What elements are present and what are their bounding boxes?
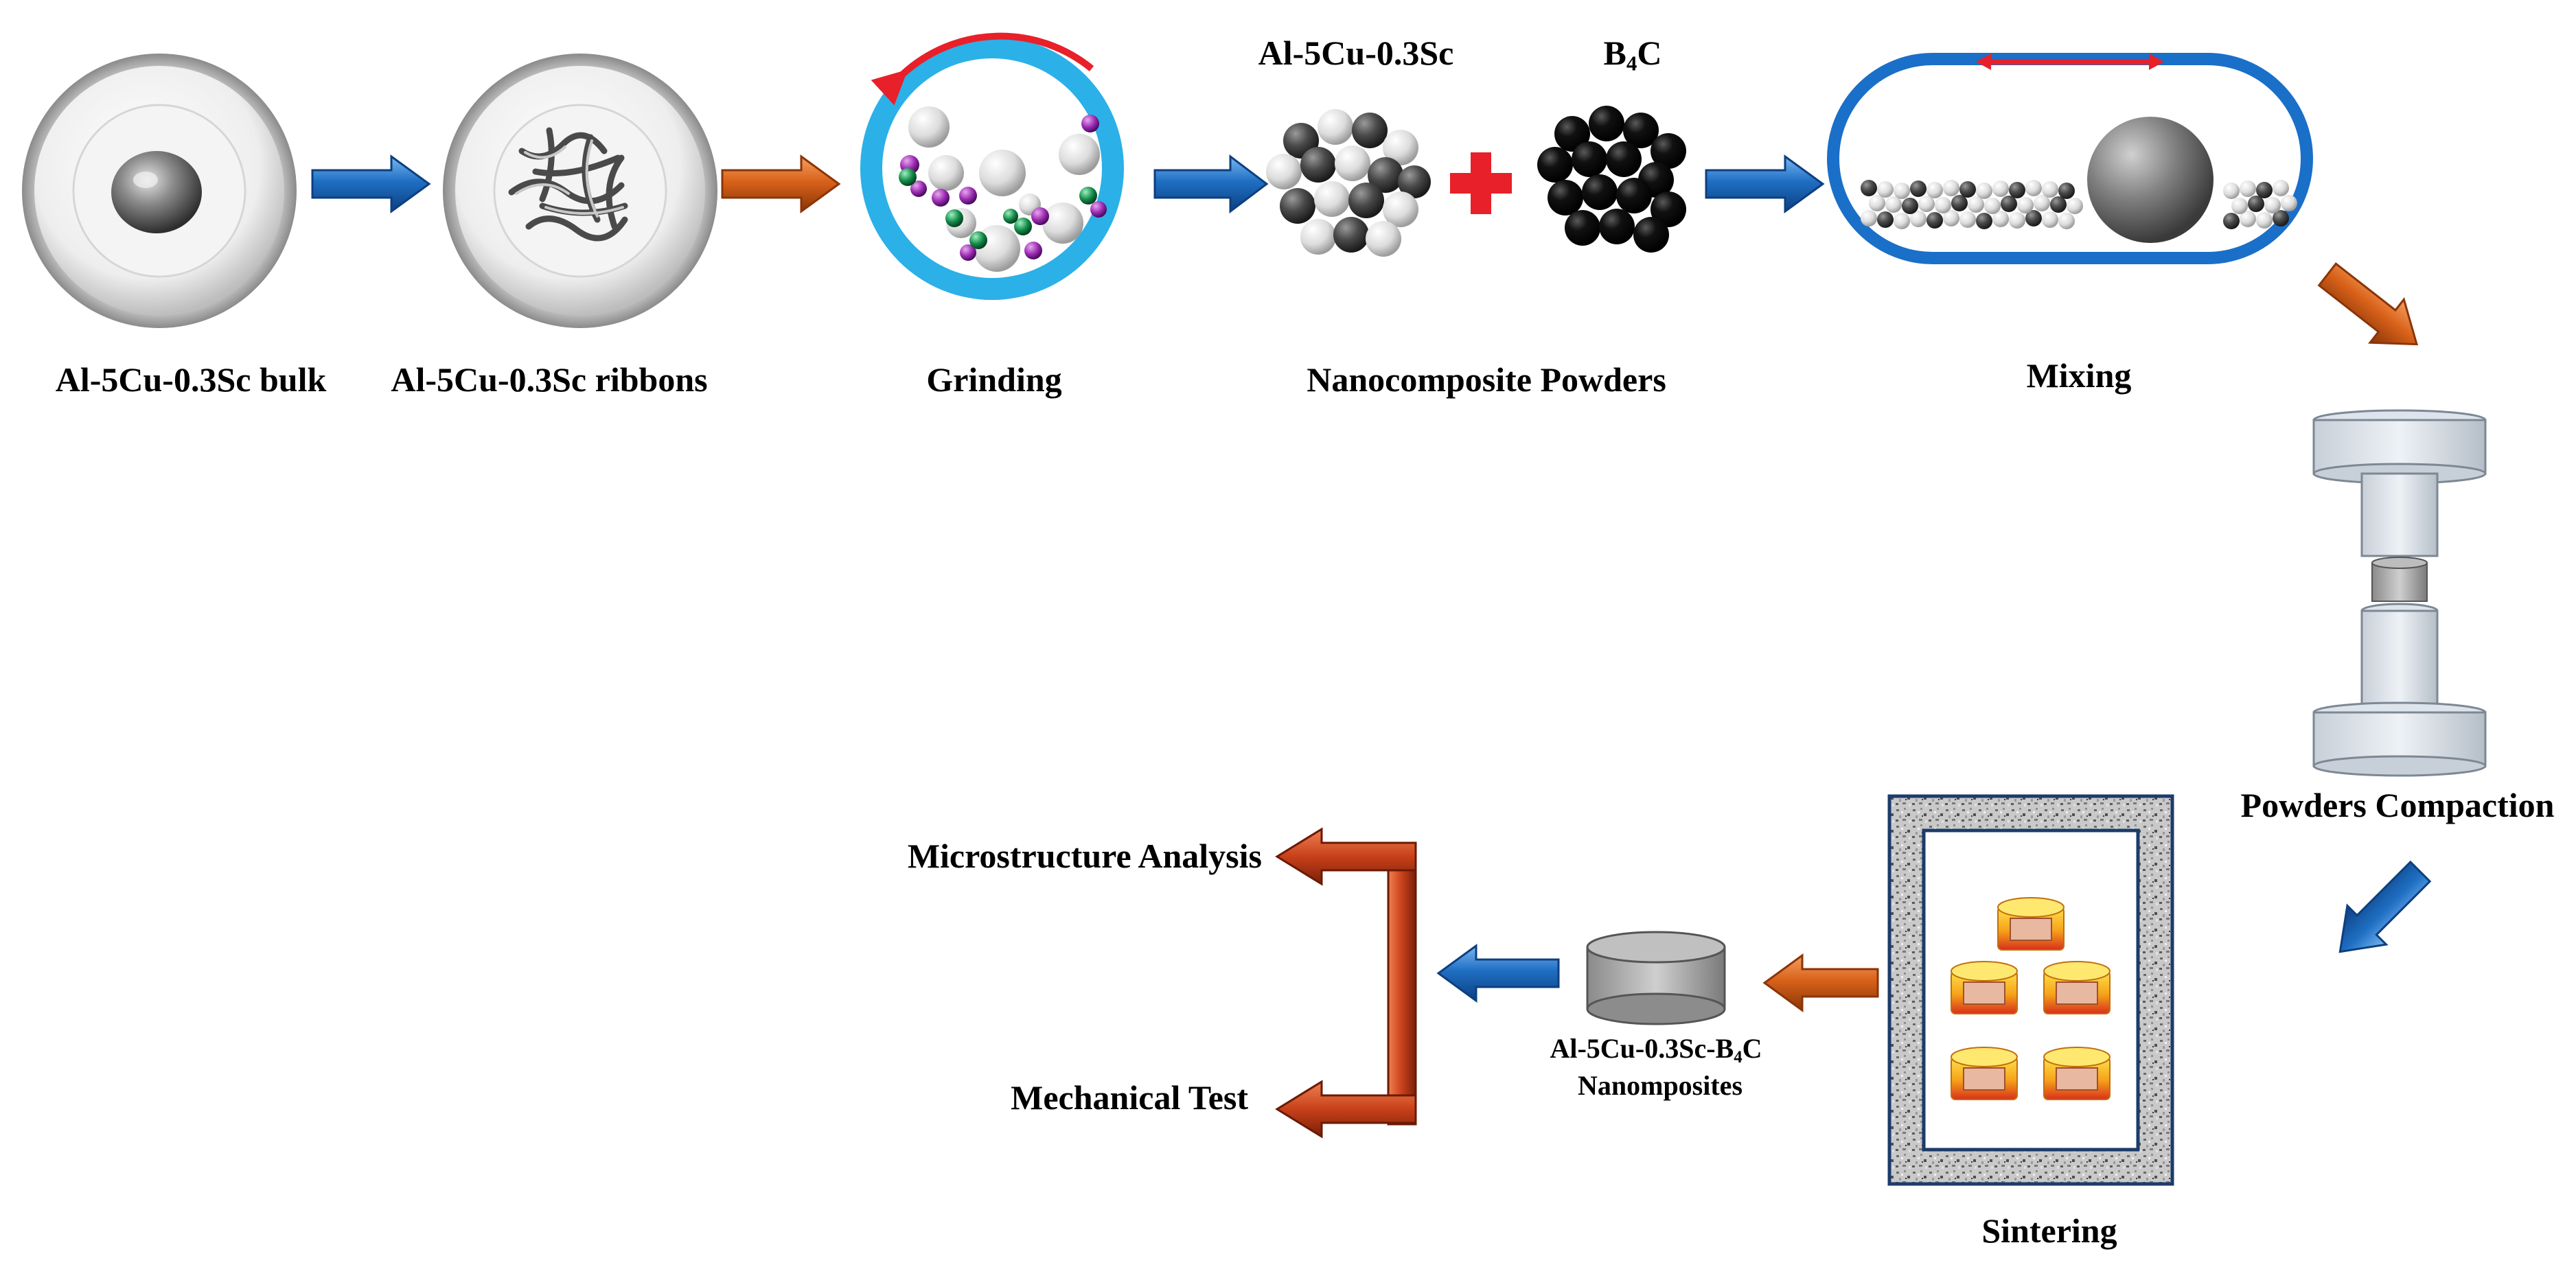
particle bbox=[2281, 195, 2297, 211]
particle bbox=[2058, 183, 2075, 199]
particle bbox=[1992, 181, 2009, 197]
particle bbox=[1984, 198, 2001, 214]
arrow-icon bbox=[1436, 944, 1560, 1003]
sample-can bbox=[1997, 897, 2065, 951]
particle bbox=[1968, 196, 1984, 213]
particle bbox=[2231, 198, 2248, 214]
particle bbox=[1943, 210, 1959, 226]
particle bbox=[1894, 183, 1910, 199]
b4c-powder-cluster-image bbox=[1537, 106, 1686, 253]
particle bbox=[2240, 211, 2256, 227]
label-sintering: Sintering bbox=[1981, 1211, 2117, 1250]
grinding-mill-image bbox=[860, 32, 1124, 300]
particle bbox=[1918, 196, 1935, 212]
label-grinding: Grinding bbox=[926, 360, 1062, 399]
particle bbox=[2256, 212, 2273, 229]
label-mixing: Mixing bbox=[2026, 356, 2132, 395]
label-alloy-powder: Al-5Cu-0.3Sc bbox=[1258, 34, 1454, 72]
arrow-icon bbox=[2338, 860, 2432, 953]
particle bbox=[2273, 180, 2289, 196]
label-powders-compaction: Powders Compaction bbox=[2240, 786, 2555, 824]
arrow-icon bbox=[721, 154, 841, 213]
particle bbox=[2223, 213, 2240, 229]
arrow-icon bbox=[1153, 154, 1269, 214]
particle bbox=[1910, 181, 1927, 197]
label-bulk: Al-5Cu-0.3Sc bulk bbox=[55, 360, 327, 399]
particle bbox=[2264, 197, 2281, 213]
particle bbox=[1877, 181, 1894, 198]
sample-can bbox=[2043, 1047, 2111, 1100]
particle bbox=[2034, 195, 2050, 211]
plus-icon bbox=[1450, 152, 1512, 214]
particle bbox=[2256, 182, 2273, 198]
label-ribbons: Al-5Cu-0.3Sc ribbons bbox=[391, 360, 708, 399]
particle bbox=[1927, 182, 1943, 198]
label-nanocomposite-powders: Nanocomposite Powders bbox=[1307, 360, 1666, 399]
particle bbox=[2223, 183, 2240, 199]
particle bbox=[1976, 213, 1992, 229]
nanocomposite-pellet-image bbox=[1586, 931, 1726, 1025]
particle bbox=[1959, 181, 1976, 198]
particle bbox=[1902, 198, 1918, 214]
particle bbox=[2025, 210, 2042, 226]
arrow-icon bbox=[1762, 953, 1879, 1012]
compaction-press-image bbox=[2312, 409, 2487, 777]
particle bbox=[1877, 211, 1894, 228]
particle bbox=[2025, 180, 2042, 196]
arrow-icon bbox=[311, 154, 431, 213]
label-b4c: B4C bbox=[1603, 34, 1662, 75]
particle bbox=[2001, 196, 2017, 212]
sample-can bbox=[1951, 1047, 2018, 1100]
label-mechanical-test: Mechanical Test bbox=[1011, 1078, 1248, 1117]
particle bbox=[1951, 195, 1968, 211]
particle bbox=[1861, 210, 1877, 226]
particle bbox=[2050, 196, 2067, 213]
particle bbox=[1861, 180, 1877, 196]
particle bbox=[2009, 212, 2025, 229]
mixer-image bbox=[1827, 53, 2313, 264]
sample-can bbox=[1951, 961, 2018, 1014]
particle bbox=[1935, 197, 1951, 213]
sample-can bbox=[2043, 961, 2111, 1014]
particle bbox=[2042, 211, 2058, 228]
particle bbox=[2017, 197, 2034, 213]
particle bbox=[1976, 183, 1992, 199]
bulk-plate-image bbox=[22, 54, 297, 328]
particle bbox=[2067, 198, 2083, 214]
rotation-arrow-icon bbox=[871, 32, 1094, 106]
particle bbox=[1910, 211, 1927, 227]
particle bbox=[1959, 211, 1976, 228]
particle bbox=[2240, 181, 2256, 197]
arrow-icon bbox=[2317, 262, 2419, 346]
label-product-name: Nanomposites bbox=[1577, 1070, 1743, 1101]
particle bbox=[1943, 180, 1959, 196]
particle bbox=[1894, 213, 1910, 229]
particle bbox=[2248, 196, 2264, 212]
particle bbox=[2058, 213, 2075, 229]
particle bbox=[1992, 211, 2009, 227]
particle bbox=[1927, 212, 1943, 229]
particle bbox=[2273, 210, 2289, 226]
arrow-icon bbox=[1705, 154, 1825, 213]
particle bbox=[2042, 181, 2058, 198]
bracket-arrow-icon bbox=[1275, 827, 1417, 1139]
particle bbox=[2009, 182, 2025, 198]
label-product-composition: Al-5Cu-0.3Sc-B4C bbox=[1550, 1033, 1762, 1067]
sintering-furnace-image bbox=[1887, 794, 2174, 1186]
ribbons-plate-image bbox=[443, 54, 717, 328]
label-microstructure-analysis: Microstructure Analysis bbox=[907, 837, 1262, 875]
particle bbox=[1885, 196, 1902, 213]
alloy-powder-cluster-image bbox=[1266, 109, 1431, 257]
particle bbox=[1869, 195, 1885, 211]
